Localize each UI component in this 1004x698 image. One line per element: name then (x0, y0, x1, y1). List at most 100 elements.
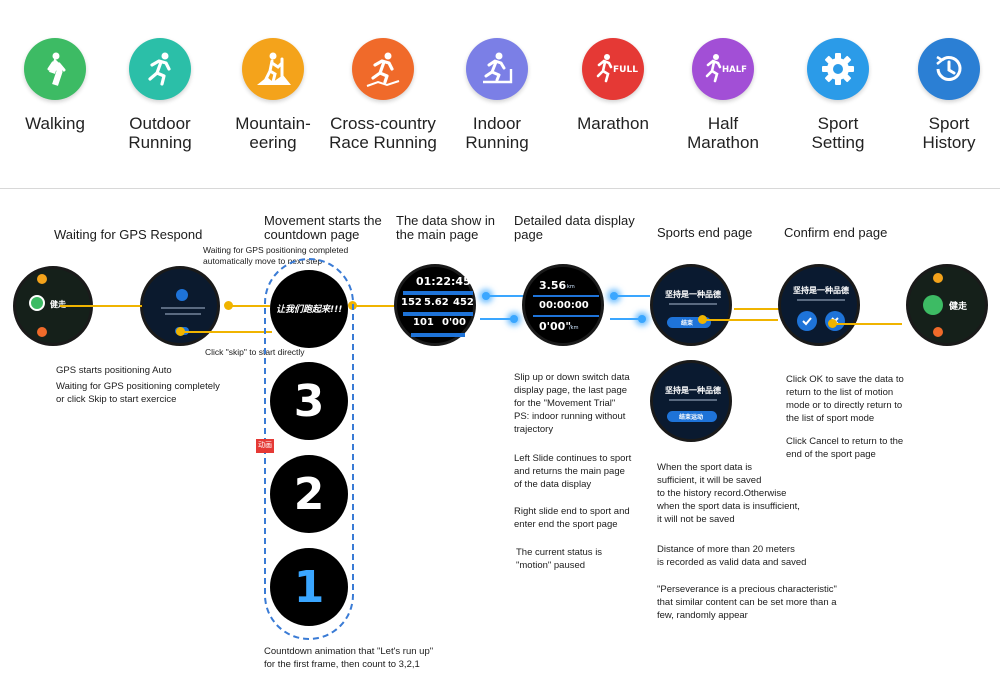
note-confirm-2: Click Cancel to return to the end of the… (786, 436, 904, 460)
sport-label: Walking (25, 114, 85, 133)
main-time: 01:22:45 (416, 275, 471, 288)
main-cal: 452 (453, 297, 474, 308)
note-countdown-anim: Countdown animation that "Let's run up" … (264, 646, 434, 670)
gps-icon (176, 289, 188, 301)
connector-dot (828, 319, 837, 328)
detail-dist: 3.56 (539, 279, 567, 292)
divider (0, 188, 1000, 189)
note-detail-1: Slip up or down switch data display page… (514, 372, 630, 435)
note-skip: Click "skip" to start directly (205, 347, 305, 357)
detail-pace: 0'00" (539, 320, 572, 333)
countdown-number: 1 (293, 561, 325, 613)
watch-detail-data[interactable]: 3.56 km 00:00:00 0'00" /km (522, 264, 604, 346)
heading-confirm: Confirm end page (784, 225, 888, 240)
connector-dot (698, 315, 707, 324)
heading-gps: Waiting for GPS Respond (54, 227, 203, 242)
running-icon (129, 38, 191, 100)
half-marathon-badge: HALF (722, 65, 747, 75)
main-dist: 5.62 (424, 297, 449, 308)
end-slogan: 坚持是一种品德 (665, 290, 721, 299)
sport-history[interactable]: Sport History (894, 38, 1004, 152)
menu-item-label: 健走 (949, 302, 968, 312)
note-end-3: "Perseverance is a precious characterist… (657, 584, 837, 621)
detail-pace-unit: /km (569, 325, 579, 331)
sport-label: Outdoor Running (128, 114, 192, 152)
heading-detail: Detailed data display page (514, 213, 635, 242)
watch-confirm-end[interactable]: 坚持是一种品德 (778, 264, 860, 346)
treadmill-icon (466, 38, 528, 100)
note-gps-auto: GPS starts positioning Auto (56, 365, 172, 376)
cross-country-icon (352, 38, 414, 100)
main-pace: 0'00 (442, 317, 466, 328)
connector-arrow (225, 305, 270, 307)
countdown-number: 2 (293, 468, 325, 520)
heading-main: The data show in the main page (396, 213, 496, 242)
main-hr: 152 (401, 297, 422, 308)
end-slogan: 坚持是一种品德 (665, 386, 721, 395)
walking-icon (24, 38, 86, 100)
animation-tag: 动画 (256, 439, 274, 453)
connector-arrow (60, 305, 142, 307)
walking-icon (923, 295, 943, 315)
note-detail-4: The current status is "motion" paused (516, 547, 603, 571)
half-marathon-icon: HALF (692, 38, 754, 100)
main-cadence: 101 (413, 317, 434, 328)
note-end-1: When the sport data is sufficient, it wi… (657, 462, 800, 525)
sport-half-marathon[interactable]: HALF Half Marathon (668, 38, 778, 152)
sport-outdoor-running[interactable]: Outdoor Running (105, 38, 215, 152)
watch-countdown-1: 1 (270, 548, 348, 626)
swipe-arrow (480, 318, 514, 320)
connector-dot (224, 301, 233, 310)
connector-dot (176, 327, 185, 336)
sport-label: Cross-country Race Running (329, 114, 437, 152)
sport-label: Indoor Running (465, 114, 529, 152)
watch-sports-end-variant[interactable]: 坚持是一种品德 结束运动 (650, 360, 732, 442)
heading-countdown: Movement starts the countdown page (264, 213, 382, 242)
running-icon (37, 327, 47, 337)
connector-arrow (700, 319, 778, 321)
running-icon (933, 327, 943, 337)
end-button[interactable]: 结束 (667, 317, 711, 328)
sport-cross-country[interactable]: Cross-country Race Running (328, 38, 438, 152)
note-end-2: Distance of more than 20 meters is recor… (657, 544, 807, 568)
sport-label: Mountain- eering (235, 114, 311, 152)
detail-duration: 00:00:00 (539, 300, 589, 311)
sport-walking[interactable]: Walking (0, 38, 110, 133)
connector-arrow (830, 323, 902, 325)
ok-button[interactable] (797, 311, 817, 331)
swipe-arrow (488, 295, 524, 297)
walking-icon (29, 295, 45, 311)
watch-sport-menu-return[interactable]: 健走 (906, 264, 988, 346)
end-sport-button-label: 结束运动 (679, 414, 704, 421)
swipe-glow (510, 315, 518, 323)
countdown-number: 3 (293, 375, 325, 427)
note-confirm-1: Click OK to save the data to return to t… (786, 374, 904, 424)
swipe-glow (610, 292, 618, 300)
swipe-glow (482, 292, 490, 300)
watch-main-data[interactable]: 01:22:45 152 5.62 452 101 0'00 (394, 264, 476, 346)
sport-setting[interactable]: Sport Setting (783, 38, 893, 152)
connector-arrow (734, 308, 800, 310)
menu-item-label: 健走 (50, 300, 66, 309)
end-sport-button[interactable]: 结束运动 (667, 411, 717, 422)
countdown-slogan: 让我们跑起来!!! (276, 305, 343, 315)
mountaineering-icon (933, 273, 943, 283)
sport-label: Half Marathon (687, 114, 759, 152)
watch-countdown-slogan: 让我们跑起来!!! (270, 270, 348, 348)
sport-marathon[interactable]: FULL Marathon (558, 38, 668, 133)
note-gps-wait: Waiting for GPS positioning completely o… (56, 381, 220, 405)
watch-sports-end[interactable]: 坚持是一种品德 结束 (650, 264, 732, 346)
note-detail-2: Left Slide continues to sport and return… (514, 453, 632, 490)
mountaineering-icon (37, 274, 47, 284)
mountaineering-icon (242, 38, 304, 100)
sport-mountaineering[interactable]: Mountain- eering (218, 38, 328, 152)
sport-label: Sport History (922, 114, 976, 152)
check-icon (802, 317, 812, 326)
confirm-slogan: 坚持是一种品德 (793, 286, 849, 295)
sport-label: Marathon (577, 114, 649, 133)
heading-end: Sports end page (657, 225, 753, 240)
end-button-label: 结束 (681, 320, 694, 327)
sport-indoor-running[interactable]: Indoor Running (442, 38, 552, 152)
connector-arrow (352, 305, 397, 307)
note-detail-3: Right slide end to sport and enter end t… (514, 506, 630, 530)
